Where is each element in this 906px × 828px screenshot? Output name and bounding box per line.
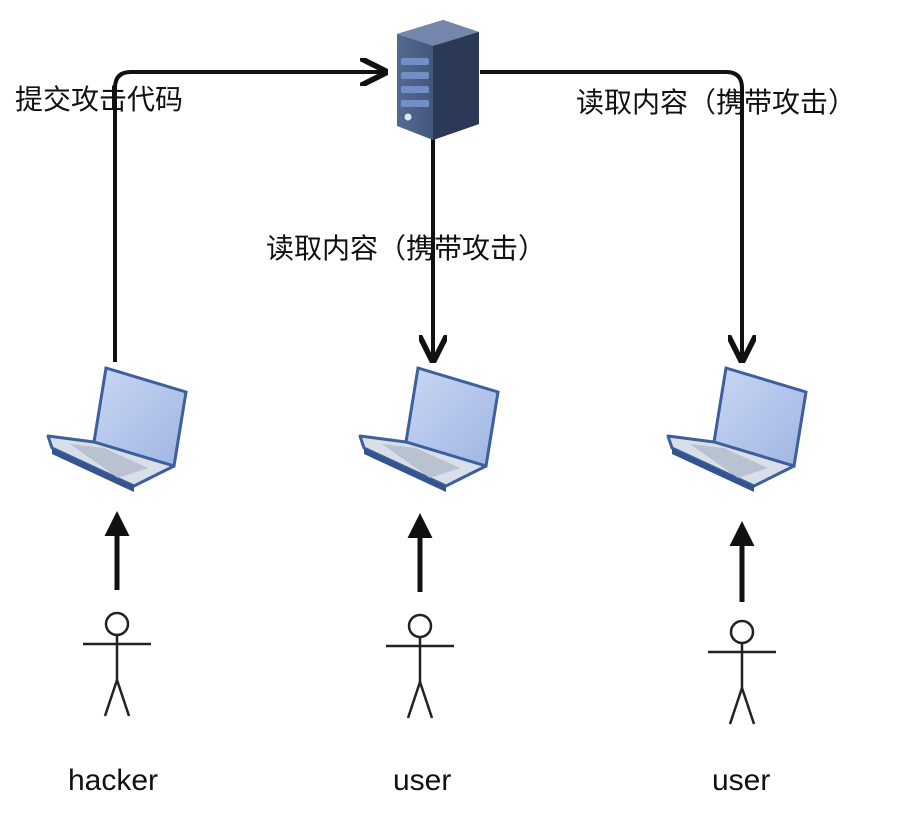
- stick-figure-icon: [708, 619, 776, 725]
- edge-submit-attack: [113, 72, 385, 362]
- edge-read-right: [480, 70, 742, 360]
- laptop-icon: [358, 366, 500, 492]
- edge-label-read-right: 读取内容（携带攻击）: [576, 86, 857, 119]
- laptop-icon: [666, 366, 808, 492]
- stick-figure-icon: [83, 611, 151, 717]
- actor-label-hacker: hacker: [68, 764, 159, 797]
- server-icon: [397, 20, 479, 140]
- stick-figure-icon: [386, 613, 454, 719]
- edge-label-read-center: 读取内容（携带攻击）: [266, 232, 547, 265]
- actor-label-user-center: user: [393, 764, 452, 797]
- edge-label-submit: 提交攻击代码: [15, 83, 184, 116]
- actor-label-user-right: user: [712, 764, 771, 797]
- laptop-icon: [46, 366, 188, 492]
